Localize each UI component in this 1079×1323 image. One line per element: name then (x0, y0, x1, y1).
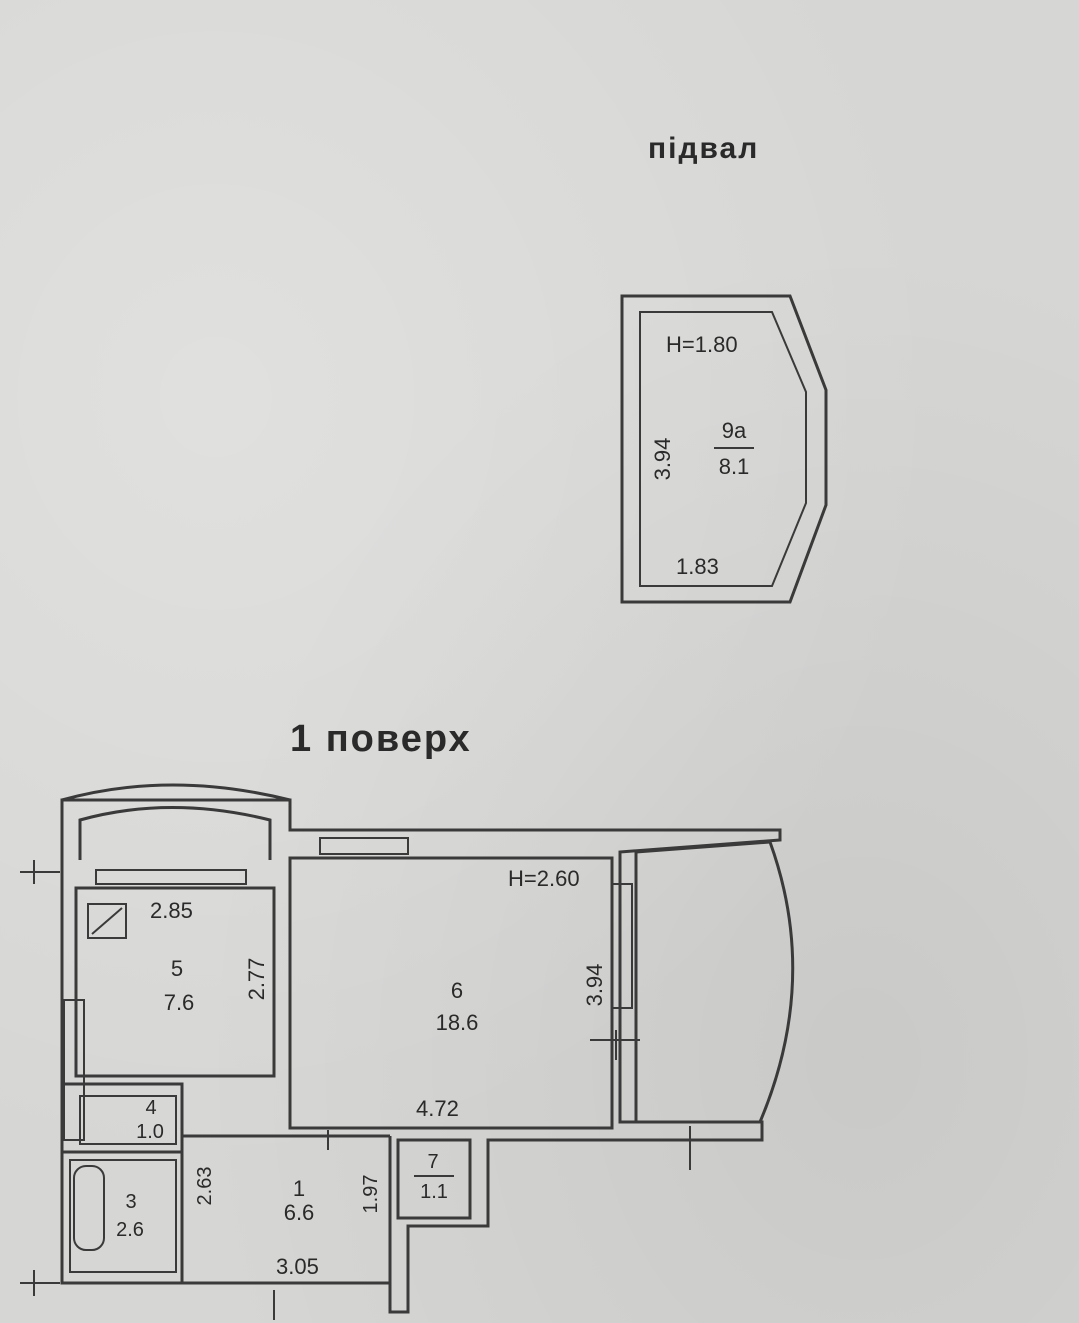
basement-side-length: 3.94 (650, 437, 675, 481)
room-area-1: 6.6 (283, 1200, 315, 1225)
basement-inner-outline (639, 311, 807, 587)
basement-room-number: 9а (721, 418, 747, 443)
first-floor-title: 1 поверх (290, 718, 472, 760)
room5-depth: 2.77 (244, 957, 269, 1001)
balcony-right (635, 840, 795, 1123)
room-area-5: 7.6 (163, 990, 195, 1015)
room-number-7: 7 (427, 1151, 439, 1173)
room7-walls (396, 1138, 472, 1220)
room1-bottom: 3.05 (276, 1254, 319, 1279)
room-number-1: 1 (292, 1176, 306, 1201)
floor-outer-wall (60, 798, 782, 1314)
basement-title: підвал (648, 132, 760, 165)
room-number-3: 3 (125, 1191, 137, 1213)
room-number-6: 6 (450, 978, 464, 1003)
room-number-5: 5 (170, 956, 184, 981)
room7-side: 1.97 (360, 1174, 382, 1214)
room-area-7: 1.1 (420, 1181, 448, 1203)
basement-height-label: H=1.80 (666, 332, 738, 357)
basement-outline (620, 294, 828, 604)
room6-depth: 3.94 (582, 963, 607, 1007)
basement-room-area: 8.1 (718, 454, 750, 479)
basement-room-fraction-line (714, 447, 754, 449)
first-floor-height-label: H=2.60 (508, 866, 580, 891)
room1-side: 2.63 (194, 1166, 216, 1206)
balcony-left (61, 783, 291, 802)
room-number-4: 4 (145, 1097, 157, 1119)
room5-walls (74, 886, 276, 1078)
room5-width: 2.85 (150, 898, 193, 923)
basement-bottom-length: 1.83 (676, 554, 719, 579)
room7-fraction-line (414, 1175, 454, 1177)
room-area-6: 18.6 (435, 1010, 479, 1035)
room-area-4: 1.0 (136, 1121, 164, 1143)
room-area-3: 2.6 (116, 1219, 144, 1241)
room6-width: 4.72 (416, 1096, 459, 1121)
